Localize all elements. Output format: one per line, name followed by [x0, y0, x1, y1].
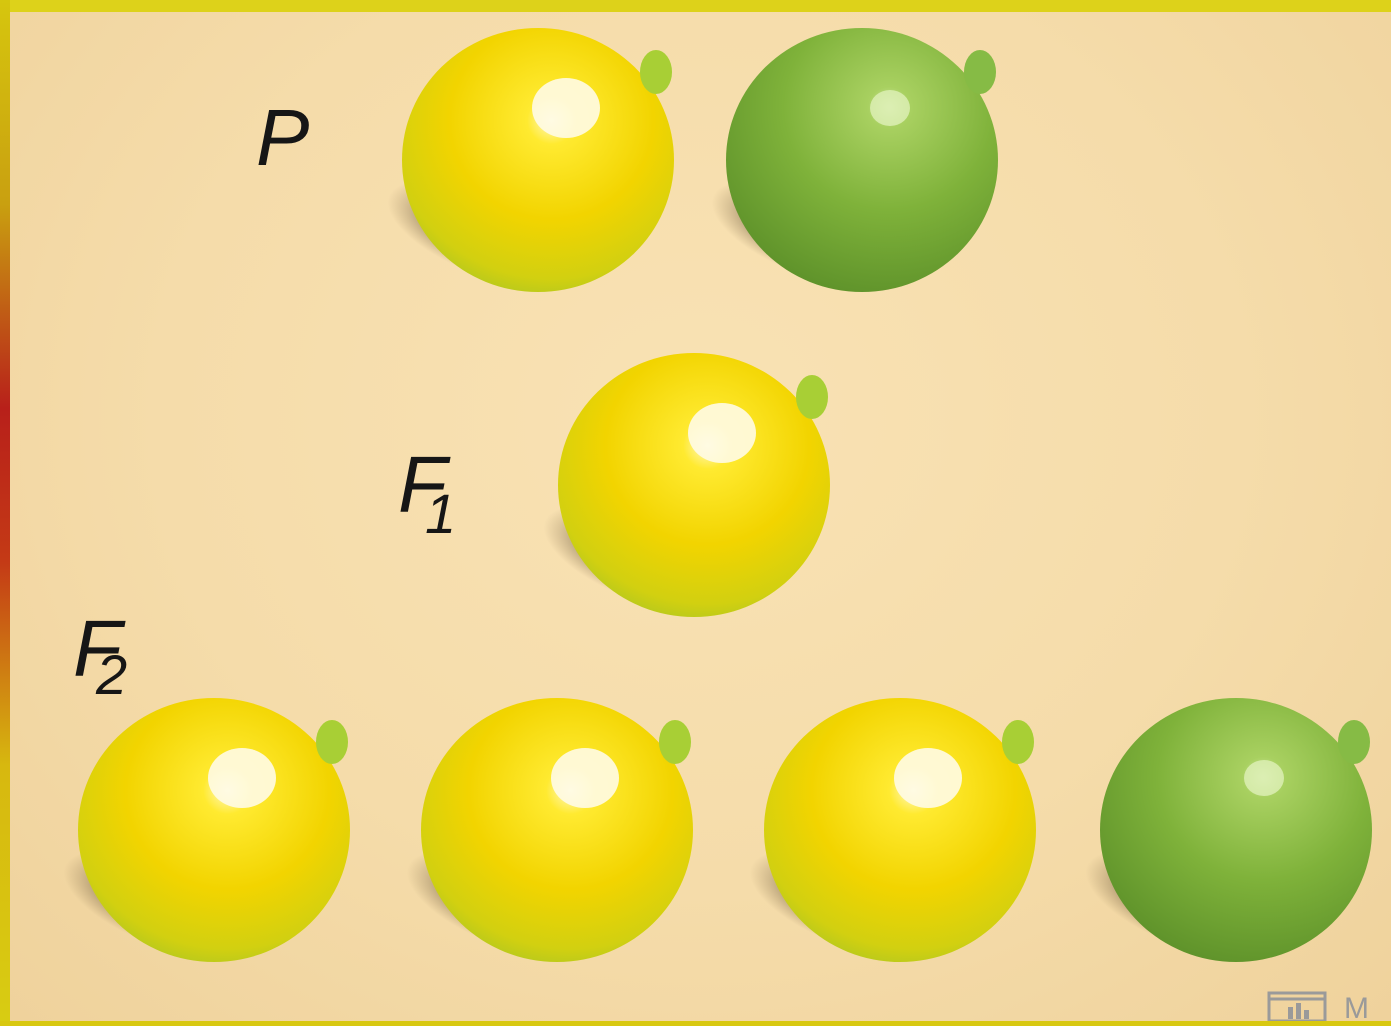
green-pea [698, 28, 998, 305]
pea-body [726, 28, 998, 292]
pea-stem [316, 720, 348, 764]
pea-highlight [688, 403, 756, 463]
pea-stem [796, 375, 828, 419]
pea-stem [1338, 720, 1370, 764]
yellow-pea [530, 353, 830, 630]
green-pea [1072, 698, 1372, 975]
pea-stem [964, 50, 996, 94]
watermark: M [1266, 988, 1391, 1021]
label-p-main: P [256, 93, 309, 182]
pea-body [78, 698, 350, 962]
label-f2-sub: 2 [95, 643, 127, 706]
pea-highlight [532, 78, 600, 138]
presentation-board-icon [1266, 990, 1328, 1021]
label-f1: F 1 [398, 440, 456, 545]
pea-highlight [551, 748, 619, 808]
yellow-pea [374, 28, 674, 305]
pea-highlight [1244, 760, 1284, 796]
pea-body [421, 698, 693, 962]
label-f2: F 2 [73, 604, 127, 706]
yellow-pea [736, 698, 1036, 975]
yellow-pea [50, 698, 350, 975]
pea-body [558, 353, 830, 617]
pea-body [1100, 698, 1372, 962]
pea-stem [659, 720, 691, 764]
label-f1-sub: 1 [425, 482, 456, 545]
yellow-pea [393, 698, 693, 975]
pea-body [764, 698, 1036, 962]
pea-highlight [870, 90, 910, 126]
pea-highlight [208, 748, 276, 808]
pea-body [402, 28, 674, 292]
pea-layer [50, 28, 1372, 975]
pea-highlight [894, 748, 962, 808]
pea-stem [640, 50, 672, 94]
label-p: P [256, 93, 309, 182]
pea-stem [1002, 720, 1034, 764]
